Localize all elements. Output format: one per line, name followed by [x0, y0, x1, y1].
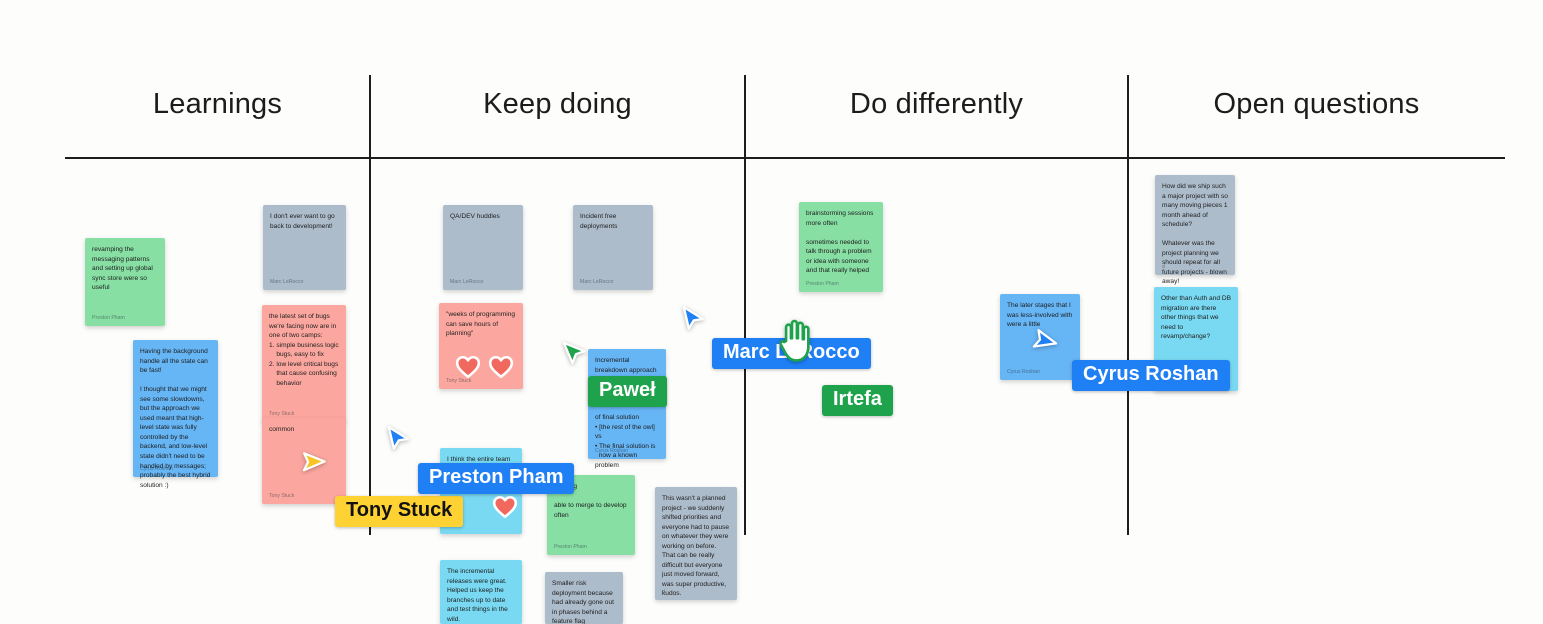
sticky-note-text: This wasn't a planned project - we sudde… [662, 495, 730, 598]
sticky-note-text: How did we ship such a major project wit… [1162, 183, 1228, 286]
sticky-note-author: Cyrus Roshan [1007, 369, 1040, 375]
sticky-note[interactable]: Smaller risk deployment because had alre… [545, 572, 623, 624]
heart-stamp-icon [492, 495, 518, 524]
sticky-note-author: d [662, 589, 665, 595]
column-header-learnings[interactable]: Learnings [152, 87, 283, 120]
sticky-note[interactable]: brainstorming sessions more often someti… [799, 202, 883, 292]
sticky-note-author: Cyrus Roshan [595, 448, 628, 454]
sticky-note-author: Preston Pham [806, 281, 839, 287]
sticky-note-text: The later stages that I was less-involve… [1007, 302, 1073, 329]
sticky-note-text: The incremental releases were great. Hel… [447, 568, 510, 623]
sticky-note-text: the latest set of bugs we're facing now … [269, 313, 339, 387]
user-cursor-icon [1028, 326, 1058, 358]
sticky-note-author: d [1162, 264, 1165, 270]
sticky-note-text: Incremental breakdown approach was so go… [595, 357, 657, 470]
sticky-note-author: Marc LeRocco [580, 279, 614, 285]
sticky-note-text: common [269, 426, 295, 433]
sticky-note-author: Preston Pham [554, 544, 587, 550]
user-name-label: Paweł [588, 376, 667, 407]
user-cursor-icon [296, 448, 326, 480]
sticky-note[interactable]: the latest set of bugs we're facing now … [262, 305, 346, 422]
column-header-do-differently[interactable]: Do differently [849, 87, 1024, 120]
sticky-note-text: "weeks of programming can save hours of … [446, 311, 516, 338]
sticky-note-text: revamping the messaging patterns and set… [92, 246, 155, 292]
sticky-note-text: Other than Auth and DB migration are the… [1161, 295, 1231, 341]
sticky-note-author: Preston Pham [92, 315, 125, 321]
sticky-note-author: Cyrus Roshan [140, 466, 173, 472]
sticky-note[interactable]: flagging able to merge to develop oftenP… [547, 475, 635, 555]
header-divider-line [65, 157, 1505, 159]
sticky-note[interactable]: "weeks of programming can save hours of … [439, 303, 523, 389]
user-name-label: Tony Stuck [335, 496, 464, 527]
sticky-note[interactable]: Having the background handle all the sta… [133, 340, 218, 489]
hand-cursor-icon [772, 316, 818, 371]
sticky-note-author: Marc LeRocco [270, 279, 304, 285]
heart-stamp-icon [488, 355, 514, 384]
column-header-open-questions[interactable]: Open questions [1213, 87, 1420, 120]
column-divider-line [1127, 75, 1129, 535]
column-header-keep-doing[interactable]: Keep doing [483, 87, 632, 120]
user-cursor-icon [561, 340, 588, 372]
sticky-note[interactable]: I don't ever want to go back to developm… [263, 205, 346, 290]
sticky-note-text: Having the background handle all the sta… [140, 348, 211, 489]
user-cursor-icon [679, 305, 706, 338]
sticky-note-author: Marc LeRocco [450, 279, 484, 285]
sticky-note-text: I don't ever want to go back to developm… [270, 213, 337, 230]
user-name-label: Irtefa [822, 385, 893, 416]
sticky-note-text: Smaller risk deployment because had alre… [552, 580, 616, 624]
sticky-note[interactable]: revamping the messaging patterns and set… [85, 238, 165, 326]
sticky-note[interactable]: How did we ship such a major project wit… [1155, 175, 1235, 285]
user-name-label: Cyrus Roshan [1072, 360, 1230, 391]
sticky-note-author: Tony Stuck [446, 378, 472, 384]
sticky-note-text: QA/DEV huddles [450, 213, 500, 220]
sticky-note[interactable]: This wasn't a planned project - we sudde… [655, 487, 737, 600]
column-divider-line [369, 75, 371, 535]
user-name-label: Preston Pham [418, 463, 575, 494]
sticky-note-text: brainstorming sessions more often someti… [806, 210, 874, 275]
sticky-note[interactable]: The incremental releases were great. Hel… [440, 560, 522, 624]
sticky-note-text: I think the entire team [447, 456, 511, 463]
user-cursor-icon [384, 425, 411, 458]
sticky-note-author: Tony Stuck [269, 493, 295, 499]
sticky-note-text: Incident free deployments [580, 213, 619, 230]
column-divider-line [744, 75, 746, 535]
sticky-note-author: Tony Stuck [269, 411, 295, 417]
